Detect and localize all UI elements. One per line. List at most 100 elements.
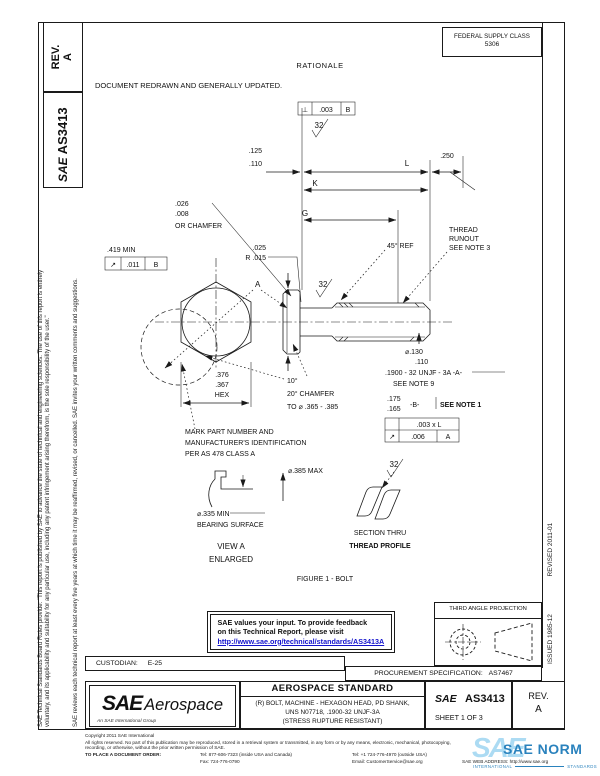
doc-number-value: AS3413 <box>465 693 505 705</box>
bolt-drawing: L .125 .110 .250 K G ⊥ .003 B 32 32 THRE… <box>104 101 505 583</box>
rights-line-2: recording, or otherwise, without the pri… <box>85 744 225 750</box>
disclaimer-line-2: voluntary, and its applicability and sui… <box>45 315 52 727</box>
sheet-label: SHEET 1 OF 3 <box>435 713 483 722</box>
title-block-number-cell: SAE AS3413 SHEET 1 OF 3 <box>425 681 512 729</box>
doc-number-text: AS3413 <box>55 107 70 155</box>
copyright-line: Copyright 2011 SAE International <box>85 733 155 738</box>
radius-1: .025 <box>252 245 266 252</box>
fcf2-row1: .003 x L <box>417 422 442 429</box>
rationale-note: DOCUMENT REDRAWN AND GENERALLY UPDATED. <box>95 81 283 90</box>
issued-date: ISSUED 1985-12 <box>547 614 554 664</box>
feedback-line-2: on this Technical Report, please visit <box>217 627 344 636</box>
doc-title-line-1: (R) BOLT, MACHINE - HEXAGON HEAD, PD SHA… <box>255 700 410 707</box>
projection-box: THIRD ANGLE PROJECTION <box>434 602 542 666</box>
doc-number-box <box>43 92 83 188</box>
title-block-rev-cell: REV. A <box>512 681 565 729</box>
surface-finish-shank: 32 <box>319 280 328 289</box>
watermark-sub-right: STANDARDS <box>567 764 597 769</box>
doc-logo: SAE <box>435 693 457 705</box>
bearing-surface: BEARING SURFACE <box>197 522 264 529</box>
chamfer-3: OR CHAMFER <box>175 223 222 230</box>
rev-box <box>43 22 83 92</box>
mark-note-3: PER AS 478 CLASS A <box>185 451 255 458</box>
sae-norm-watermark: SAE SAE NORM INTERNATIONAL STANDARDS <box>472 732 598 776</box>
section-title-2: THREAD PROFILE <box>349 543 411 550</box>
frame-line-top <box>38 22 565 24</box>
sae-logo-small: SAE <box>56 157 70 182</box>
watermark-name: SAE NORM <box>503 741 583 757</box>
fcf-perp-symbol: ⊥ <box>302 107 308 114</box>
chamfer-2: .008 <box>175 211 189 218</box>
web-address: SAE WEB ADDRESS: http://www.sae.org <box>462 759 549 764</box>
tel-inside: Tel: 877-606-7323 (inside USA and Canada… <box>200 752 292 757</box>
fsc-label: FEDERAL SUPPLY CLASS <box>454 33 530 40</box>
custodian-value: E-25 <box>147 660 163 667</box>
thread-runout-2: RUNOUT <box>449 236 480 243</box>
email: Email: CustomerService@sae.org <box>352 759 423 764</box>
projection-label: THIRD ANGLE PROJECTION <box>435 603 541 619</box>
disclaimer-block-1: SAE Technical Standards Board Rules prov… <box>38 270 52 727</box>
grip-1: .175 <box>387 396 401 403</box>
disclaimer-line-1: SAE Technical Standards Board Rules prov… <box>38 269 44 727</box>
custodian-row: CUSTODIAN: E-25 <box>85 656 345 671</box>
custodian-label: CUSTODIAN: <box>96 660 138 667</box>
dim-k: K <box>312 179 318 188</box>
head-chamfer-3: TO ⌀ .365 - .385 <box>287 404 338 411</box>
thread-runout-1: THREAD <box>449 227 478 234</box>
fsc-value: 5306 <box>484 41 500 48</box>
third-angle-symbol <box>445 622 533 662</box>
fsc-box: FEDERAL SUPPLY CLASS 5306 <box>442 27 542 57</box>
surface-finish-thread: 32 <box>390 460 399 469</box>
issue-dates-rotated: ISSUED 1985-12 REVISED 2011-01 <box>547 523 554 664</box>
figure-caption: FIGURE 1 - BOLT <box>297 576 354 583</box>
dim-250: .250 <box>440 153 454 160</box>
frame-line-right-outer <box>563 22 565 730</box>
fcf2-value: .006 <box>411 434 425 441</box>
thread-note: SEE NOTE 9 <box>393 381 434 388</box>
fcf-runout-datum: B <box>154 262 159 269</box>
tel-outside: Tel: +1 724-776-4970 (outside USA) <box>352 752 427 757</box>
title-rev-value: A <box>535 704 542 715</box>
watermark-logo: SAE <box>472 732 526 763</box>
fcf-runout-value: .011 <box>126 262 139 269</box>
procurement-value: AS7467 <box>488 670 513 677</box>
tip-dia-1: ⌀.130 <box>405 349 423 356</box>
revised-date: REVISED 2011-01 <box>547 522 554 577</box>
title-block-title-cell: AEROSPACE STANDARD (R) BOLT, MACHINE - H… <box>240 681 425 729</box>
rev-label: REV. <box>50 44 62 70</box>
frame-line-bottom <box>38 728 565 730</box>
hex-dim-2: .367 <box>215 382 229 389</box>
thread-spec: .1900 - 32 UNJF - 3A -A- <box>385 370 463 377</box>
chamfer-1: .026 <box>175 201 189 208</box>
fcf-perp-value: .003 <box>319 107 333 114</box>
radius-2: R .015 <box>245 255 266 262</box>
feedback-link[interactable]: http://www.sae.org/technical/standards/A… <box>217 636 385 646</box>
doc-title-line-2: UNS N07718, .1900-32 UNJF-3A <box>285 708 380 716</box>
doc-title-line-3: (STRESS RUPTURE RESISTANT) <box>282 717 383 725</box>
dim-g: G <box>302 209 308 218</box>
order-label: TO PLACE A DOCUMENT ORDER: <box>85 752 162 757</box>
dim-head-lower: .110 <box>249 161 262 168</box>
rev-box-label: REV. A <box>50 27 74 87</box>
max-dia: ⌀.385 MAX <box>288 468 323 475</box>
grip-2: .165 <box>387 406 401 413</box>
disclaimer-line-3: SAE reviews each technical report at lea… <box>73 278 79 727</box>
fcf2-symbol: ↗ <box>389 434 395 441</box>
view-arrow-label: A <box>255 280 261 289</box>
feedback-box: SAE values your input. To provide feedba… <box>207 611 395 653</box>
procurement-row: PROCUREMENT SPECIFICATION: AS7467 <box>345 666 542 681</box>
watermark-sub-left: INTERNATIONAL <box>473 764 513 769</box>
rights-line-1: All rights reserved. No part of this pub… <box>85 739 451 745</box>
feedback-line-1: SAE values your input. To provide feedba… <box>217 617 368 627</box>
procurement-label: PROCUREMENT SPECIFICATION: <box>374 670 483 677</box>
frame-line-left <box>38 22 40 730</box>
hex-dim-1: .376 <box>215 372 229 379</box>
rev-value: A <box>62 53 74 61</box>
thread-runout-3: SEE NOTE 3 <box>449 245 490 252</box>
org-tagline: An SAE International Group <box>97 718 157 724</box>
surface-finish-top: 32 <box>315 121 324 130</box>
dim-l: L <box>405 159 410 168</box>
rationale-title: RATIONALE <box>296 61 344 70</box>
fcf2-datum: A <box>446 434 451 441</box>
